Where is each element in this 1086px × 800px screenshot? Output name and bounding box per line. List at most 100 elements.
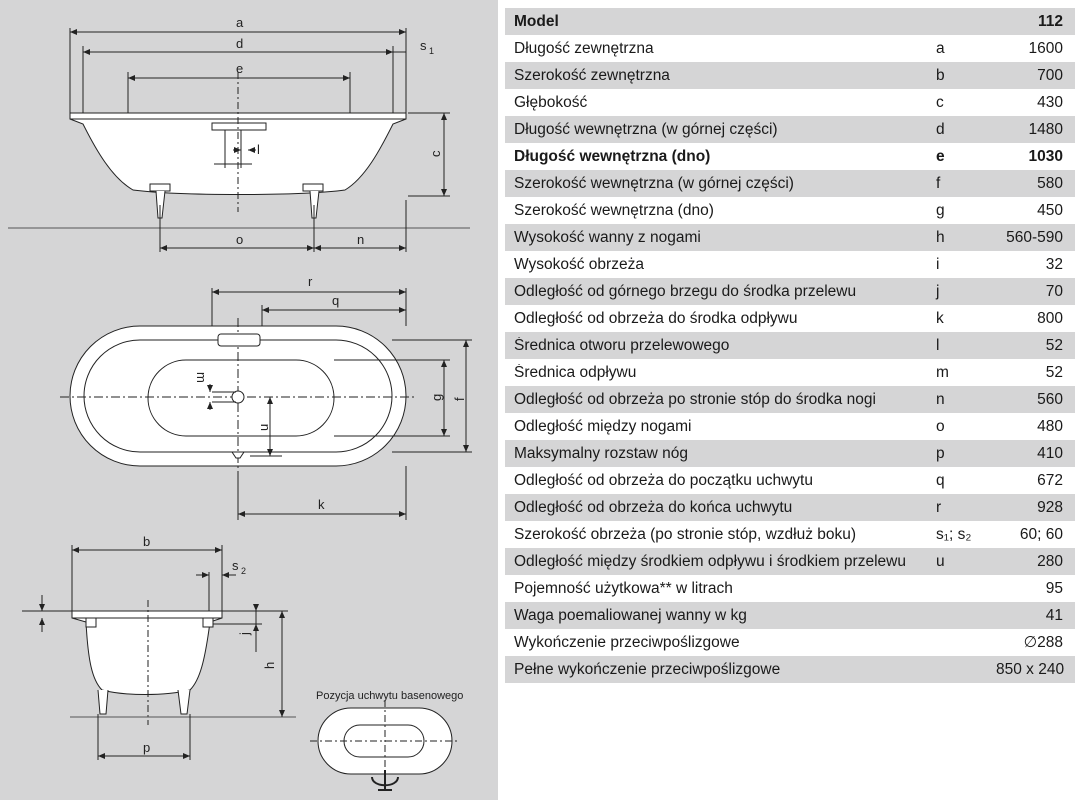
table-row: Odległość od obrzeża po stronie stóp do … [505, 386, 1075, 413]
row-label: Szerokość zewnętrzna [514, 66, 670, 84]
dim-label-u: u [256, 424, 271, 431]
row-symbol: n [936, 390, 945, 408]
row-value: 1030 [1028, 147, 1063, 165]
row-label: Średnica otworu przelewowego [514, 336, 730, 354]
dim-label-s2: s [232, 558, 239, 573]
side-view [8, 28, 470, 252]
row-label: Długość zewnętrzna [514, 39, 654, 57]
row-value: 580 [1037, 174, 1063, 192]
row-symbol: s₁; s₂ [936, 525, 972, 543]
spec-table-header: Model 112 [505, 8, 1075, 35]
side-view-labels: a d e s 1 l c o n [236, 15, 443, 247]
row-label: Waga poemaliowanej wanny w kg [514, 606, 747, 624]
row-value: 41 [1045, 606, 1063, 624]
grip-position-view [310, 700, 460, 791]
row-symbol: p [936, 444, 945, 462]
dim-label-r: r [308, 274, 313, 289]
dim-label-f: f [452, 397, 467, 401]
row-label: Pełne wykończenie przeciwpoślizgowe [514, 660, 781, 678]
row-symbol: d [936, 120, 945, 138]
row-label: Odległość między nogami [514, 417, 692, 435]
table-row: Wykończenie przeciwpoślizgowe∅288 [505, 629, 1075, 656]
row-label: Głębokość [514, 93, 588, 111]
row-symbol: g [936, 201, 945, 219]
row-label: Pojemność użytkowa** w litrach [514, 579, 733, 597]
technical-drawing-panel: a d e s 1 l c o n [0, 0, 498, 800]
row-value: 32 [1045, 255, 1063, 273]
dim-label-b: b [143, 534, 150, 549]
row-label: Wykończenie przeciwpoślizgowe [514, 633, 740, 651]
row-value: 560 [1037, 390, 1063, 408]
row-symbol: q [936, 471, 945, 489]
table-row: Odległość między środkiem odpływu i środ… [505, 548, 1075, 575]
row-label: Wysokość wanny z nogami [514, 228, 701, 246]
row-symbol: b [936, 66, 945, 84]
row-label: Szerokość wewnętrzna (dno) [514, 201, 714, 219]
table-row: Średnica odpływu m 52 [505, 359, 1075, 386]
top-view-labels: r q m g f u k [194, 274, 467, 512]
dim-label-e: e [236, 61, 243, 76]
row-value: 1480 [1028, 120, 1063, 138]
row-label: Średnica odpływu [514, 363, 637, 381]
row-symbol: c [936, 93, 944, 111]
dim-label-d: d [236, 36, 243, 51]
dim-label-m: m [194, 372, 209, 383]
row-symbol: a [936, 39, 945, 57]
row-symbol: k [936, 309, 944, 327]
technical-drawing: a d e s 1 l c o n [8, 15, 472, 791]
row-symbol: f [936, 174, 941, 192]
row-value: 800 [1037, 309, 1063, 327]
table-row: Szerokość wewnętrzna (dno) g 450 [505, 197, 1075, 224]
dim-label-g: g [429, 394, 444, 401]
dim-label-j: j [237, 632, 252, 636]
top-view [60, 288, 472, 520]
dim-label-s1-sub: 1 [429, 46, 434, 56]
row-symbol: h [936, 228, 945, 246]
row-symbol: e [936, 147, 945, 165]
dim-label-n: n [357, 232, 364, 247]
row-symbol: i [936, 255, 940, 273]
row-symbol: r [936, 498, 942, 516]
end-view-labels: b s 2 j h p [143, 534, 277, 755]
row-value: 430 [1037, 93, 1063, 111]
row-label: Odległość od górnego brzegu do środka pr… [514, 282, 857, 300]
row-value: 450 [1037, 201, 1063, 219]
row-value: 60; 60 [1019, 525, 1063, 543]
end-view [22, 545, 296, 760]
dim-label-c: c [428, 150, 443, 157]
row-value: 672 [1037, 471, 1063, 489]
row-symbol: o [936, 417, 945, 435]
row-label: Odległość między środkiem odpływu i środ… [514, 552, 906, 570]
dim-label-s1: s [420, 38, 427, 53]
row-label: Odległość od obrzeża do końca uchwytu [514, 498, 793, 516]
row-label: Odległość od obrzeża do środka odpływu [514, 309, 798, 327]
row-label: Odległość od obrzeża po stronie stóp do … [514, 390, 876, 408]
header-label: Model [514, 12, 559, 30]
row-label: Długość wewnętrzna (w górnej części) [514, 120, 778, 138]
dim-label-o: o [236, 232, 243, 247]
dim-label-k: k [318, 497, 325, 512]
table-row: Pełne wykończenie przeciwpoślizgowe 850 x… [505, 656, 1075, 683]
row-label: Maksymalny rozstaw nóg [514, 444, 689, 462]
row-symbol: m [936, 363, 949, 381]
grip-position-caption: Pozycja uchwytu basenowego [316, 690, 463, 702]
dim-label-h: h [262, 662, 277, 669]
row-value: 850 x 240 [996, 660, 1065, 678]
dim-label-l: l [257, 142, 260, 157]
row-label: Odległość od obrzeża do początku uchwytu [514, 471, 813, 489]
dim-label-s2-sub: 2 [241, 566, 246, 576]
row-value: 560-590 [1006, 228, 1063, 246]
row-value: 1600 [1028, 39, 1063, 57]
row-value: 52 [1045, 363, 1063, 381]
table-row: Szerokość obrzeża (po stronie stóp, wzdł… [505, 521, 1075, 548]
